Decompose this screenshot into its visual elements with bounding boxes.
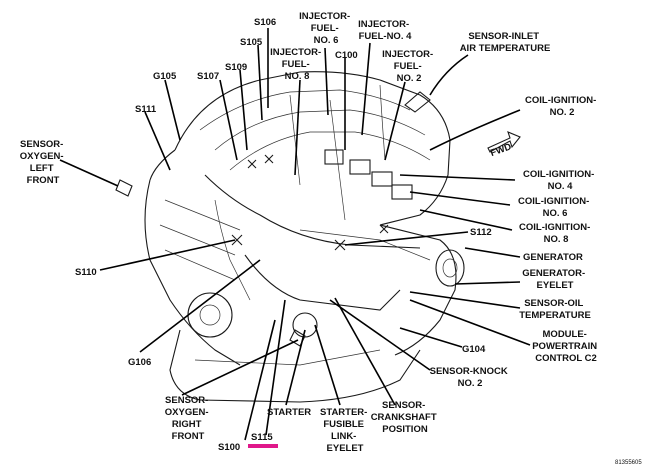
label-sensor-knock-2: SENSOR-KNOCK NO. 2 <box>430 366 511 389</box>
label-sensor-inlet-air-line2: AIR TEMPERATURE <box>460 43 551 54</box>
label-sensor-oxygen-left: SENSOR- OXYGEN- LEFT FRONT <box>20 139 66 186</box>
label-sensor-oxygen-left-line4: FRONT <box>27 175 60 186</box>
label-starter-fusible-line2: FUSIBLE <box>323 419 364 430</box>
label-sensor-oxygen-right-line2: OXYGEN- <box>165 407 209 418</box>
label-s111: S111 <box>135 104 157 115</box>
label-coil-ignition-4: COIL-IGNITION- NO. 4 <box>523 169 597 192</box>
label-sensor-oxygen-left-line2: OXYGEN- <box>20 151 64 162</box>
label-sensor-oxygen-right-line1: SENSOR- <box>165 395 208 406</box>
label-sensor-crankshaft-line3: POSITION <box>382 424 428 435</box>
label-s110: S110 <box>75 267 97 278</box>
label-injector-fuel-4-line1: INJECTOR- <box>358 19 409 30</box>
label-sensor-oil-temp: SENSOR-OIL TEMPERATURE <box>519 298 591 321</box>
label-g106: G106 <box>128 357 151 368</box>
callout-labels: S106 INJECTOR- FUEL- NO. 6 INJECTOR- FUE… <box>20 11 643 466</box>
leader-lines <box>59 28 531 441</box>
label-sensor-oxygen-right: SENSOR- OXYGEN- RIGHT FRONT <box>165 395 211 442</box>
label-fwd: FWD <box>489 141 513 159</box>
label-generator-eyelet-line1: GENERATOR- <box>522 268 585 279</box>
label-coil-ignition-4-line2: NO. 4 <box>548 181 574 192</box>
label-coil-ignition-4-line1: COIL-IGNITION- <box>523 169 594 180</box>
label-injector-fuel-2-line2: FUEL- <box>394 61 422 72</box>
label-injector-fuel-8-line2: FUEL- <box>282 59 310 70</box>
label-injector-fuel-6-line1: INJECTOR- <box>299 11 350 22</box>
label-coil-ignition-2-line2: NO. 2 <box>550 107 575 118</box>
label-coil-ignition-2: COIL-IGNITION- NO. 2 <box>525 95 599 118</box>
figure-id: 81355605 <box>615 460 642 466</box>
label-sensor-oil-temp-line2: TEMPERATURE <box>519 310 591 321</box>
label-module-powertrain: MODULE- POWERTRAIN CONTROL C2 <box>532 329 600 364</box>
engine-illustration <box>115 71 521 403</box>
label-coil-ignition-6-line1: COIL-IGNITION- <box>518 196 589 207</box>
label-sensor-crankshaft-line2: CRANKSHAFT <box>371 412 437 423</box>
label-s109: S109 <box>225 62 247 73</box>
label-coil-ignition-8-line1: COIL-IGNITION- <box>519 222 590 233</box>
label-starter-fusible-line1: STARTER- <box>320 407 367 418</box>
label-injector-fuel-4-line2: FUEL-NO. 4 <box>359 31 412 42</box>
label-coil-ignition-8-line2: NO. 8 <box>544 234 569 245</box>
label-sensor-oxygen-left-line1: SENSOR- <box>20 139 63 150</box>
label-s112: S112 <box>470 227 492 238</box>
label-coil-ignition-6: COIL-IGNITION- NO. 6 <box>518 196 592 219</box>
label-sensor-inlet-air: SENSOR-INLET AIR TEMPERATURE <box>460 31 551 54</box>
label-generator-eyelet: GENERATOR- EYELET <box>522 268 588 291</box>
label-injector-fuel-6-line3: NO. 6 <box>314 35 339 46</box>
label-starter: STARTER <box>267 407 311 418</box>
label-g105: G105 <box>153 71 177 82</box>
label-injector-fuel-2-line3: NO. 2 <box>397 73 422 84</box>
label-injector-fuel-8-line1: INJECTOR- <box>270 47 321 58</box>
label-starter-fusible: STARTER- FUSIBLE LINK- EYELET <box>320 407 370 454</box>
label-injector-fuel-8: INJECTOR- FUEL- NO. 8 <box>270 47 324 82</box>
label-coil-ignition-8: COIL-IGNITION- NO. 8 <box>519 222 593 245</box>
label-sensor-crankshaft-line1: SENSOR- <box>382 400 425 411</box>
label-injector-fuel-4: INJECTOR- FUEL-NO. 4 <box>358 19 412 42</box>
label-sensor-oil-temp-line1: SENSOR-OIL <box>524 298 583 309</box>
label-starter-fusible-line4: EYELET <box>327 443 364 454</box>
label-module-powertrain-line2: POWERTRAIN <box>532 341 597 352</box>
label-sensor-inlet-air-line1: SENSOR-INLET <box>468 31 539 42</box>
label-injector-fuel-6-line2: FUEL- <box>311 23 339 34</box>
label-coil-ignition-2-line1: COIL-IGNITION- <box>525 95 596 106</box>
label-module-powertrain-line1: MODULE- <box>543 329 587 340</box>
label-sensor-crankshaft: SENSOR- CRANKSHAFT POSITION <box>371 400 440 435</box>
label-injector-fuel-2: INJECTOR- FUEL- NO. 2 <box>382 49 436 84</box>
label-sensor-knock-2-line2: NO. 2 <box>458 378 483 389</box>
label-g104: G104 <box>462 344 486 355</box>
label-sensor-oxygen-right-line4: FRONT <box>172 431 205 442</box>
label-s115: S115 <box>251 432 273 443</box>
label-c100: C100 <box>335 50 358 61</box>
label-coil-ignition-6-line2: NO. 6 <box>543 208 568 219</box>
label-injector-fuel-2-line1: INJECTOR- <box>382 49 433 60</box>
label-s105: S105 <box>240 37 263 48</box>
label-generator: GENERATOR <box>523 252 583 263</box>
label-sensor-oxygen-left-line3: LEFT <box>30 163 54 174</box>
label-s100: S100 <box>218 442 240 453</box>
label-injector-fuel-6: INJECTOR- FUEL- NO. 6 <box>299 11 353 46</box>
label-generator-eyelet-line2: EYELET <box>537 280 574 291</box>
label-sensor-oxygen-right-line3: RIGHT <box>172 419 202 430</box>
label-module-powertrain-line3: CONTROL C2 <box>535 353 597 364</box>
label-s106: S106 <box>254 17 276 28</box>
label-starter-fusible-line3: LINK- <box>331 431 356 442</box>
label-s107: S107 <box>197 71 219 82</box>
label-injector-fuel-8-line3: NO. 8 <box>285 71 310 82</box>
label-sensor-knock-2-line1: SENSOR-KNOCK <box>430 366 508 377</box>
